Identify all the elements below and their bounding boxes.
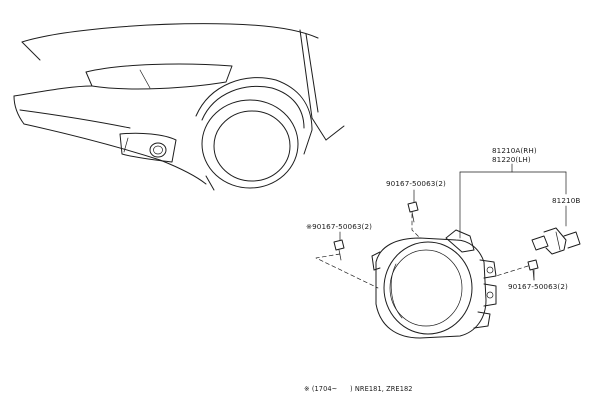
lamp-right-tab-lower xyxy=(473,311,491,329)
fender-inner-edge xyxy=(305,33,319,113)
lamp-right-tab-upper xyxy=(479,259,497,279)
bezel-inner-line xyxy=(123,137,129,153)
screw-top xyxy=(407,201,419,223)
fog-lamp-bezel xyxy=(119,132,177,163)
car-front-illustration xyxy=(13,23,345,191)
footnote-right: ) NRE181, ZRE182 xyxy=(350,385,413,393)
bulb-glass xyxy=(531,235,549,251)
label-screw-top: 90167-50063(2) xyxy=(386,179,446,188)
bumper-crease xyxy=(19,109,131,129)
screw-left-shank xyxy=(338,249,342,261)
screw-top-head xyxy=(407,201,419,213)
hood-line xyxy=(21,23,319,43)
footnote-left: ※ (1704~ xyxy=(304,385,337,393)
screw-right xyxy=(527,259,539,281)
wheel-rim xyxy=(213,110,291,182)
dash-screw-left xyxy=(315,253,379,289)
tab-hole-2 xyxy=(486,291,494,299)
bumper-top-line xyxy=(13,85,93,97)
lamp-left-ear xyxy=(371,251,381,271)
dash-screw-right xyxy=(495,265,529,277)
lamp-top-bracket xyxy=(445,229,475,253)
fog-lamp-assembly xyxy=(371,229,497,339)
label-screw-right: 90167-50063(2) xyxy=(508,282,568,291)
dash-screw-top xyxy=(411,213,421,239)
screw-top-shank xyxy=(411,211,415,223)
lamp-lens-inner xyxy=(389,249,463,327)
lamp-right-tab-mid xyxy=(483,283,497,307)
headlamp-detail xyxy=(139,69,151,89)
headlamp-outline xyxy=(85,63,233,90)
bulb-base xyxy=(543,227,567,255)
bumper-under-line xyxy=(205,175,215,191)
bumper-lower-line xyxy=(23,123,207,185)
fog-lamp-bulb xyxy=(531,227,581,255)
fender-edge xyxy=(299,29,327,141)
lens-highlight xyxy=(390,263,403,319)
screw-right-head xyxy=(527,259,539,271)
label-screw-left: ※90167-50063(2) xyxy=(306,222,372,231)
label-part-lh: 81220(LH) xyxy=(492,155,531,164)
wheel-arch xyxy=(195,77,313,155)
wheel-arch-inner xyxy=(201,85,305,129)
fog-lamp-in-bumper-lens xyxy=(153,145,163,155)
screw-left-head xyxy=(333,239,345,251)
fender-rear-tip xyxy=(325,125,345,141)
lamp-lens xyxy=(383,241,473,335)
tab-hole-1 xyxy=(486,266,494,274)
lamp-housing xyxy=(375,237,487,339)
tire xyxy=(201,99,299,189)
screw-left xyxy=(333,239,345,261)
bulb-ridge xyxy=(555,231,561,251)
label-bulb: 81210B xyxy=(552,196,580,205)
hood-corner xyxy=(21,41,41,61)
label-part-rh: 81210A(RH) xyxy=(492,146,537,155)
fog-lamp-in-bumper xyxy=(149,142,167,158)
bulb-connector xyxy=(563,231,581,249)
leader-lines xyxy=(315,163,567,289)
bumper-nose xyxy=(13,95,25,125)
